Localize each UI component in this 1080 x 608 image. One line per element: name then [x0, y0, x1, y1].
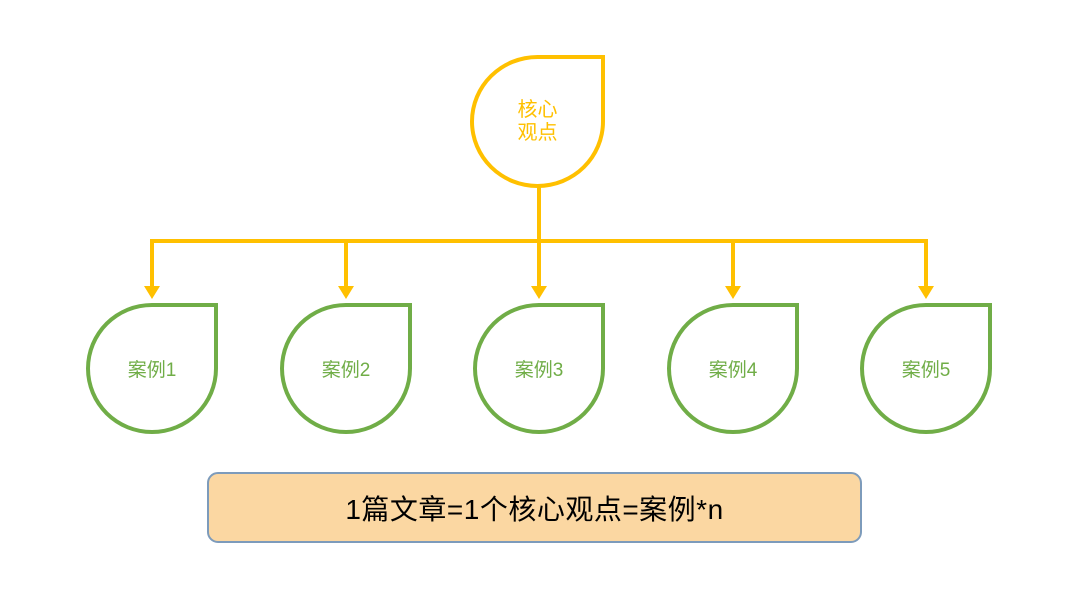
case-node-2: 案例2 [280, 303, 412, 434]
case-node-label: 案例5 [901, 360, 951, 381]
summary-banner: 1篇文章=1个核心观点=案例*n [207, 472, 862, 543]
connector-arrow-1 [144, 239, 160, 299]
root-node-label: 核心 观点 [517, 99, 558, 144]
arrow-down-icon [725, 286, 741, 299]
connector-arrow-3 [531, 239, 547, 299]
root-node: 核心 观点 [470, 55, 605, 188]
case-node-4: 案例4 [667, 303, 799, 434]
case-node-label: 案例1 [127, 360, 177, 381]
case-node-3: 案例3 [473, 303, 605, 434]
case-node-5: 案例5 [860, 303, 992, 434]
connector-arrow-4 [725, 239, 741, 299]
arrow-down-icon [338, 286, 354, 299]
arrow-down-icon [144, 286, 160, 299]
case-node-label: 案例4 [708, 360, 758, 381]
case-node-label: 案例2 [321, 360, 371, 381]
arrow-down-icon [531, 286, 547, 299]
case-node-label: 案例3 [514, 360, 564, 381]
arrow-down-icon [918, 286, 934, 299]
summary-banner-text: 1篇文章=1个核心观点=案例*n [345, 493, 724, 525]
case-node-1: 案例1 [86, 303, 218, 434]
connector-arrow-5 [918, 239, 934, 299]
connector-arrow-2 [338, 239, 354, 299]
